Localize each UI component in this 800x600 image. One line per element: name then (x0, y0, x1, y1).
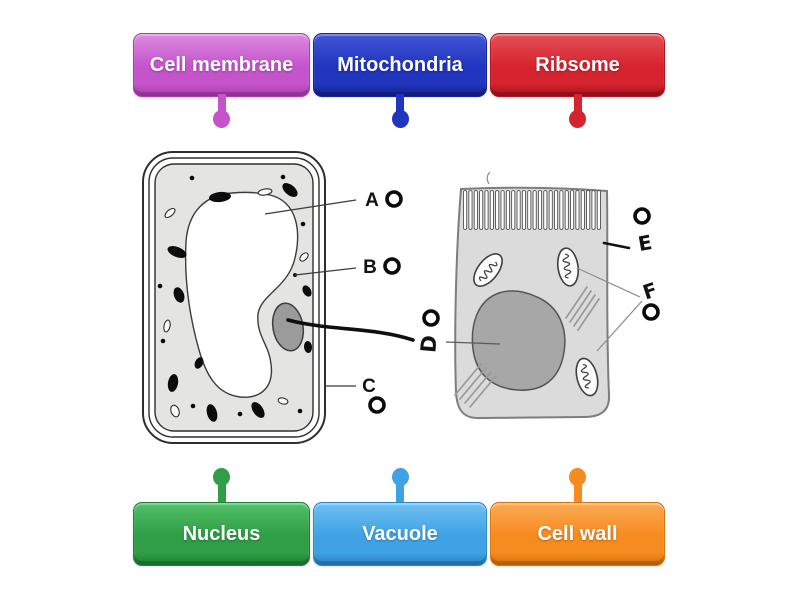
pointer-line-e (602, 241, 631, 250)
point-letter-e: E (636, 230, 654, 256)
pointer-line-d (445, 341, 501, 345)
label-text: Cell membrane (149, 53, 294, 76)
central-vacuole (184, 191, 299, 398)
pin-dot (213, 468, 230, 486)
label-text: Vacuole (362, 522, 438, 545)
organelle-ovals (167, 183, 313, 422)
label-group-cell-membrane: Cell membrane (133, 33, 310, 129)
pin-stem (217, 480, 226, 504)
pointer-lines-f (576, 267, 643, 352)
label-group-cell-wall: Cell wall (490, 468, 665, 566)
pin-dot (391, 110, 409, 128)
organelle-dots (157, 174, 306, 417)
mitochondrion (575, 357, 599, 397)
organelle-light-shapes (163, 188, 309, 418)
pin-dot (569, 468, 586, 486)
label-group-nucleus: Nucleus (133, 468, 310, 566)
pointer-lines-left (264, 199, 357, 387)
label-text: Cell wall (537, 522, 618, 545)
label-card-vacuole[interactable]: Vacuole (313, 502, 487, 566)
er-stack (565, 286, 600, 331)
label-card-mitochondria[interactable]: Mitochondria (313, 33, 487, 97)
point-letter-f: F (640, 277, 660, 304)
label-text: Ribsome (535, 53, 620, 76)
er-stack (454, 363, 497, 408)
label-card-ribsome[interactable]: Ribsome (490, 33, 665, 97)
label-group-mitochondria: Mitochondria (313, 33, 487, 129)
drop-target-a[interactable] (385, 190, 403, 208)
point-letter-a: A (365, 190, 379, 211)
plant-cell-drawing (142, 151, 415, 444)
pin-stem (396, 480, 404, 504)
cell-wall-middle-line (148, 157, 320, 438)
point-letter-d: D (416, 334, 441, 353)
pin-dot (569, 110, 586, 128)
pin-stem (573, 94, 582, 112)
label-group-vacuole: Vacuole (313, 468, 487, 566)
mitochondrion (473, 253, 503, 287)
point-letter-b: B (363, 257, 377, 278)
brush-border-cilia (463, 190, 601, 230)
drop-target-d[interactable] (422, 309, 440, 327)
drop-target-f[interactable] (642, 303, 660, 321)
pointer-curve-d (286, 318, 415, 342)
pin-stem (573, 480, 582, 504)
top-squiggle (486, 171, 491, 185)
drop-target-e[interactable] (633, 207, 651, 225)
pin-dot (213, 110, 230, 128)
drop-target-b[interactable] (383, 257, 401, 275)
label-text: Mitochondria (337, 53, 463, 76)
point-letters: A B C D E F (362, 190, 660, 397)
label-group-ribsome: Ribsome (490, 33, 665, 129)
label-card-cell-membrane[interactable]: Cell membrane (133, 33, 310, 97)
drop-targets (368, 190, 660, 414)
point-letter-c: C (362, 376, 376, 397)
label-card-cell-wall[interactable]: Cell wall (490, 502, 665, 566)
pin-stem (396, 94, 404, 112)
drop-target-c[interactable] (368, 396, 386, 414)
mitochondrion (556, 247, 580, 287)
animal-cell-drawing (445, 171, 643, 420)
pin-stem (217, 94, 226, 112)
label-card-nucleus[interactable]: Nucleus (133, 502, 310, 566)
pin-dot (391, 468, 409, 486)
animal-nucleus (471, 290, 566, 391)
label-text: Nucleus (182, 522, 261, 545)
